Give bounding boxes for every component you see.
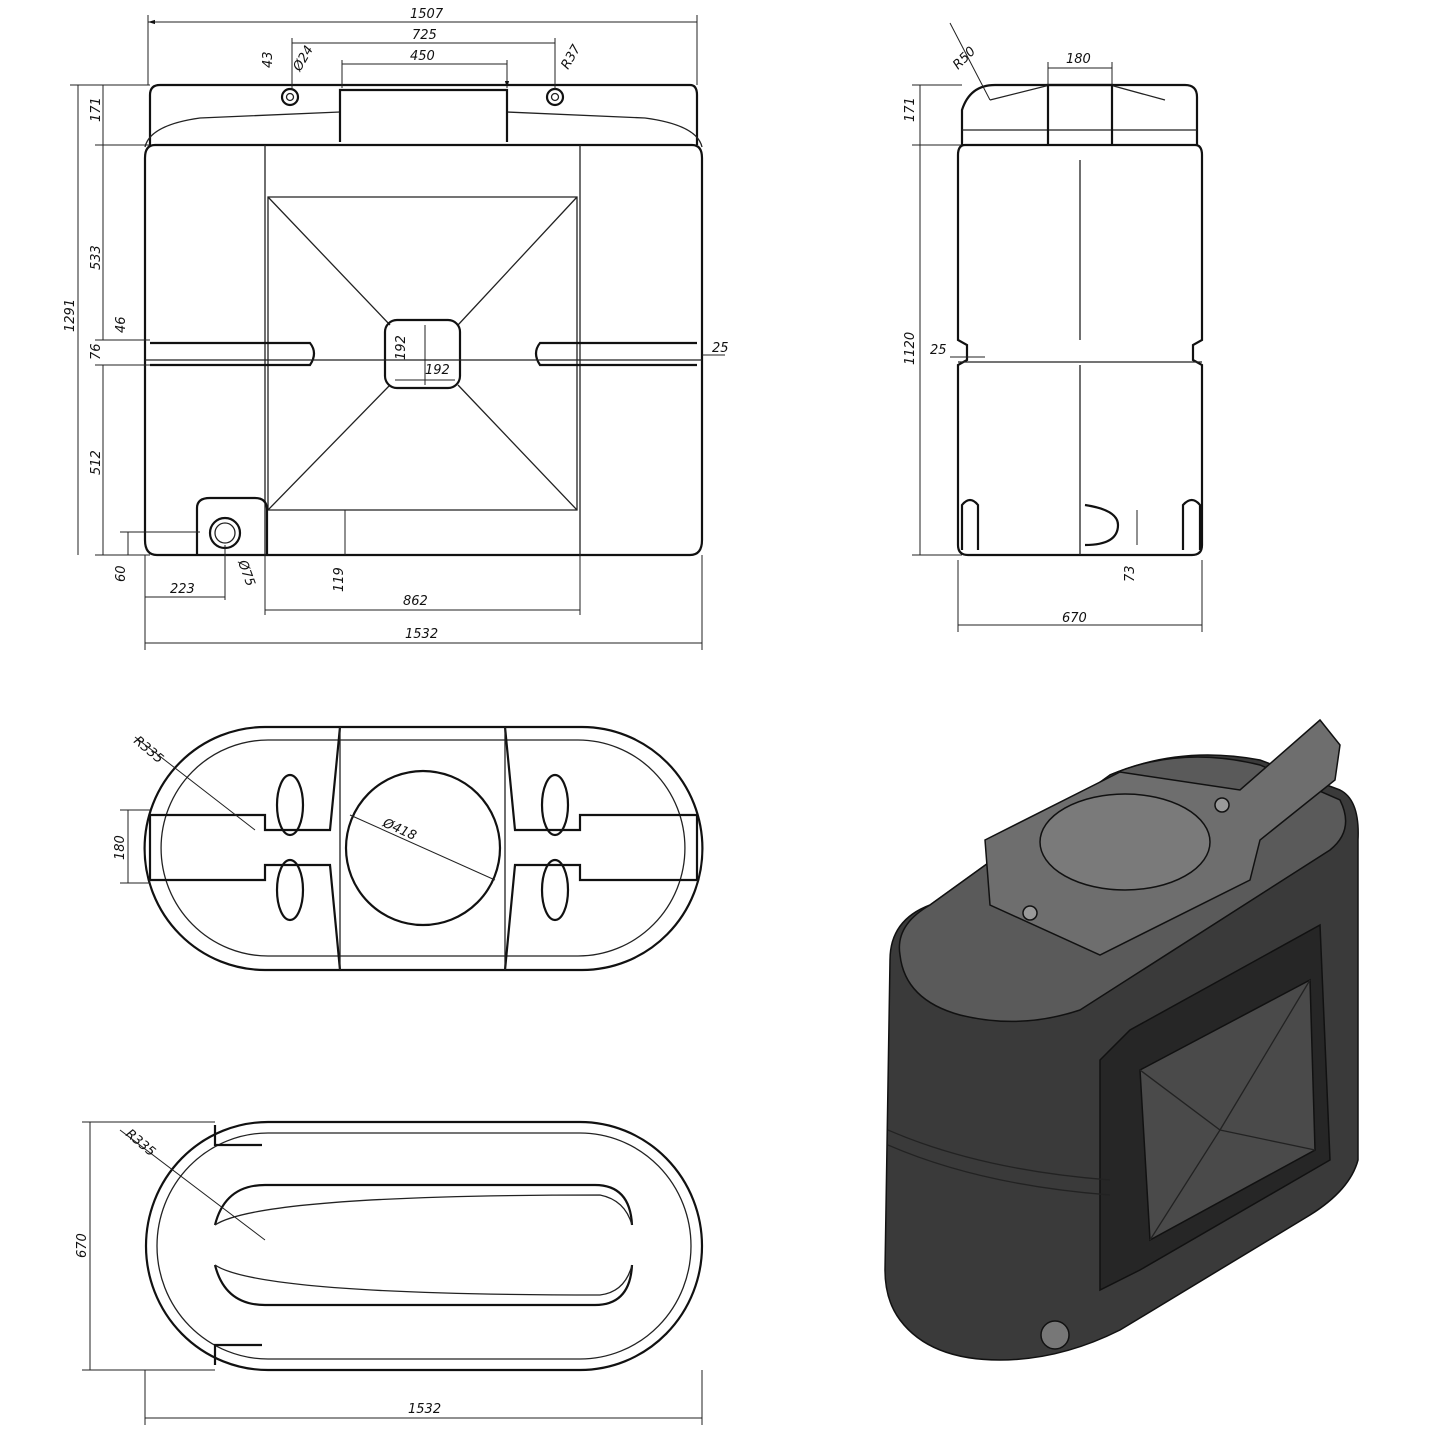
dim-1532: 1532 (405, 627, 438, 642)
dim-119: 119 (332, 567, 347, 592)
outlet-render (1040, 1320, 1070, 1350)
dim-bottom-670: 670 (75, 1233, 90, 1258)
dim-171: 171 (89, 97, 104, 122)
recess-lines-render (1139, 979, 1316, 1241)
front-cap-outline (148, 83, 699, 145)
dim-180: 180 (1066, 52, 1091, 67)
dim-top-180: 180 (113, 835, 128, 860)
side-view: R50 180 171 1120 25 73 670 (903, 22, 1204, 632)
inlet-render-left (1022, 905, 1038, 921)
bottom-grooves (213, 1183, 634, 1307)
bottom-inner-outline (156, 1132, 692, 1360)
dim-46: 46 (114, 316, 129, 333)
dim-r37: R37 (558, 42, 584, 72)
dim-725: 725 (412, 28, 437, 43)
dim-side-171: 171 (903, 97, 918, 122)
side-cap-detail (962, 84, 1197, 131)
top-inlet-right-lower (540, 858, 570, 922)
front-body-outline (143, 143, 704, 557)
dim-dia75: Ø75 (234, 557, 258, 588)
side-pockets (150, 341, 697, 367)
center-pad (383, 318, 462, 390)
top-outline (143, 725, 704, 972)
front-hatch (338, 88, 509, 142)
dim-73: 73 (1123, 565, 1138, 582)
front-recess-diagonals (267, 196, 578, 511)
top-inlet-left-lower (275, 858, 305, 922)
bottom-outline (144, 1120, 704, 1372)
top-hatch-edges (339, 727, 506, 970)
dim-top-r335: R335 (130, 734, 166, 767)
dim-862: 862 (403, 594, 428, 609)
side-center-line (958, 160, 1202, 555)
dim-192-vertical: 192 (394, 335, 409, 360)
dim-43: 43 (261, 51, 276, 68)
dim-450: 450 (410, 49, 435, 64)
dim-1507: 1507 (410, 7, 444, 22)
outlet-boss (195, 496, 269, 555)
front-cap-shoulder (144, 111, 703, 148)
side-body (956, 143, 1204, 557)
dim-533: 533 (89, 245, 104, 270)
dim-670: 670 (1062, 611, 1087, 626)
side-feet (960, 498, 1202, 550)
inlet-right-bore (550, 92, 560, 102)
dim-25: 25 (712, 341, 729, 356)
hatch-lid-render (1039, 793, 1211, 891)
top-inlet-right-upper (540, 773, 570, 837)
top-inlet-left-upper (275, 773, 305, 837)
top-hatch-circle (344, 769, 502, 927)
dim-60: 60 (114, 565, 129, 582)
dim-1291: 1291 (63, 299, 78, 332)
dim-512: 512 (89, 450, 104, 475)
dim-76: 76 (89, 343, 104, 360)
bottom-groove-inner (214, 1194, 633, 1296)
front-recess (264, 145, 581, 555)
bottom-feet (213, 1125, 262, 1365)
dim-side-25: 25 (930, 343, 947, 358)
front-dimensions (70, 15, 725, 650)
belt-render (887, 1129, 1111, 1196)
dim-1120: 1120 (903, 332, 918, 365)
inlet-left-bore (285, 92, 295, 102)
side-cap (960, 83, 1199, 145)
inlet-right (545, 87, 565, 107)
isometric-render (884, 718, 1359, 1361)
dim-r50: R50 (950, 44, 979, 73)
dim-223: 223 (170, 582, 195, 597)
bottom-view: R335 670 1532 (75, 1120, 704, 1425)
top-inner-outline (160, 739, 686, 957)
top-channels (148, 726, 699, 971)
outlet-bore (214, 522, 236, 544)
side-hatch (1046, 83, 1114, 145)
front-view: 1507 725 450 43 Ø24 R37 171 1291 533 46 … (63, 7, 729, 650)
dim-bottom-1532: 1532 (408, 1402, 441, 1417)
dim-dia418: Ø418 (379, 816, 418, 844)
top-view: R335 180 Ø418 (113, 725, 704, 972)
dim-dia24: Ø24 (290, 43, 317, 75)
dim-192-horizontal: 192 (425, 363, 450, 378)
inlet-left (280, 87, 300, 107)
inlet-render-right (1214, 797, 1230, 813)
